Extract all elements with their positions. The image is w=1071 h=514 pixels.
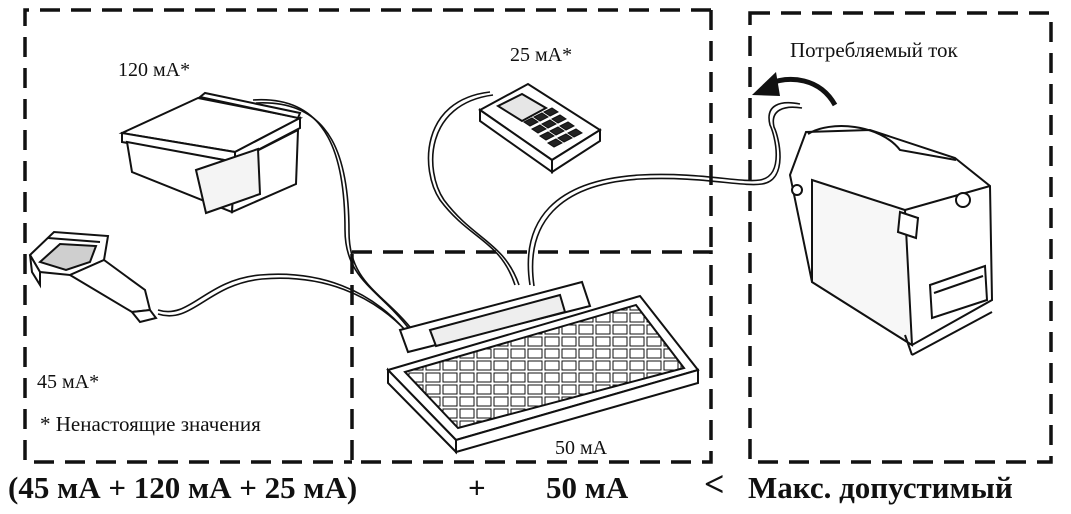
current-arrow xyxy=(752,72,835,105)
calculator-current-label: 25 мА* xyxy=(510,45,572,65)
calculator-device xyxy=(480,84,600,172)
scanner-device xyxy=(30,232,156,322)
scanner-current-label: 45 мА* xyxy=(37,372,99,392)
keyboard-device xyxy=(388,282,698,452)
formula-plus: + xyxy=(468,472,486,503)
formula-limit: Макс. допустимый xyxy=(748,472,1013,503)
formula-group: (45 мА + 120 мА + 25 мА) xyxy=(8,472,357,503)
formula-less-than: < xyxy=(704,466,725,502)
formula-keyboard: 50 мА xyxy=(546,472,628,503)
printer-device xyxy=(790,126,992,355)
cable-scanner xyxy=(158,274,405,330)
keyboard-current-label: 50 мА xyxy=(555,438,607,458)
footnote: * Ненастоящие значения xyxy=(40,414,261,435)
scale-device xyxy=(122,93,300,213)
printer-button xyxy=(956,193,970,207)
scale-current-label: 120 мА* xyxy=(118,60,190,80)
printer-current-label: Потребляемый ток xyxy=(790,40,958,61)
